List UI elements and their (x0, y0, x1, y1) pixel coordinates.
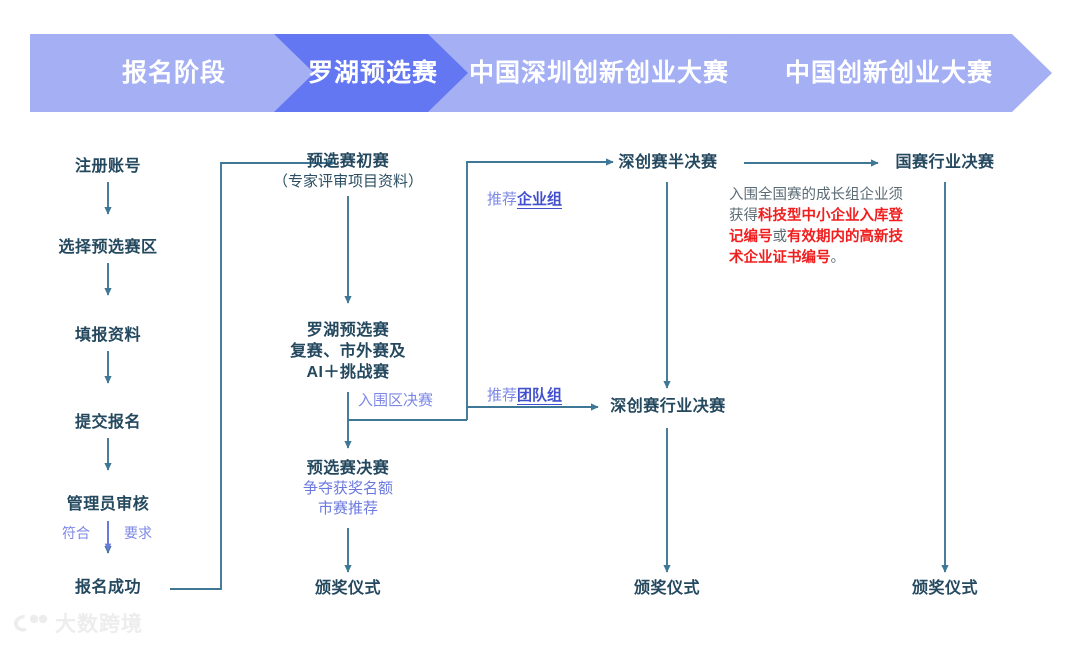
watermark-text: 大数跨境 (55, 613, 143, 636)
watermark: 大数跨境 (12, 608, 143, 638)
label-recommend-team-prefix: 推荐 (487, 387, 518, 404)
node-prelim-first-title: 预选赛初赛 (306, 153, 390, 170)
node-prelim-final[interactable]: 预选赛决赛 争夺获奖名额 市赛推荐 (263, 458, 433, 519)
node-shenchuang-semi-title: 深创赛半决赛 (618, 154, 718, 171)
node-award-national[interactable]: 颁奖仪式 (875, 578, 1015, 599)
banner-label-3[interactable]: 中国创新创业大赛 (784, 59, 993, 87)
node-award-shenzhen[interactable]: 颁奖仪式 (597, 578, 737, 599)
node-national-final[interactable]: 国赛行业决赛 (885, 152, 1005, 173)
node-signup-success[interactable]: 报名成功 (38, 577, 178, 598)
banner-label-0[interactable]: 报名阶段 (121, 59, 226, 87)
node-signup-success-title: 报名成功 (74, 579, 141, 596)
node-register-title: 注册账号 (74, 158, 141, 175)
banner-segment-shape-3 (726, 34, 1052, 112)
logo-icon (14, 614, 48, 632)
stage-banner: 报名阶段 罗湖预选赛 中国深圳创新创业大赛 中国创新创业大赛 (30, 34, 1052, 112)
node-luohu-rounds[interactable]: 罗湖预选赛 复赛、市外赛及 AI＋挑战赛 (263, 320, 433, 383)
node-admin-review[interactable]: 管理员审核 (28, 494, 188, 515)
banner-label-2[interactable]: 中国深圳创新创业大赛 (468, 59, 729, 87)
node-submit[interactable]: 提交报名 (38, 412, 178, 433)
label-qualify-region: 入围区决赛 (358, 392, 434, 409)
node-award-luohu[interactable]: 颁奖仪式 (278, 578, 418, 599)
node-shenchuang-final-title: 深创赛行业决赛 (610, 398, 726, 415)
label-recommend-team-value: 团队组 (517, 387, 563, 405)
label-condition-left: 符合 (62, 525, 90, 541)
node-shenchuang-semi[interactable]: 深创赛半决赛 (618, 152, 718, 173)
label-recommend-enterprise: 推荐企业组 (487, 188, 563, 209)
banner-shapes (30, 34, 1052, 112)
banner-segment-shape-1 (274, 34, 472, 112)
node-luohu-rounds-line3: AI＋挑战赛 (306, 364, 390, 382)
node-luohu-rounds-line2: 复赛、市外赛及 (290, 343, 406, 361)
node-national-final-title: 国赛行业决赛 (895, 154, 995, 171)
node-luohu-rounds-line1: 罗湖预选赛 (306, 322, 390, 339)
node-prelim-final-sub2: 市赛推荐 (317, 499, 378, 517)
node-shenchuang-final[interactable]: 深创赛行业决赛 (604, 396, 732, 417)
label-condition-right: 要求 (124, 525, 152, 541)
banner-segment-shape-0 (30, 34, 318, 112)
node-select-region-title: 选择预选赛区 (58, 239, 158, 256)
banner-label-1[interactable]: 罗湖预选赛 (307, 59, 438, 87)
national-requirement-note: 入围全国赛的成长组企业须获得科技型中小企业入库登记编号或有效期内的高新技术企业证… (729, 185, 905, 269)
node-fill-info-title: 填报资料 (74, 327, 141, 344)
note-part4: 有效期内的高新技术企业证书编号 (729, 229, 903, 267)
note-part2: 科技型中小企业入库登记编号 (729, 208, 903, 246)
node-fill-info[interactable]: 填报资料 (38, 325, 178, 346)
node-admin-review-title: 管理员审核 (66, 496, 150, 513)
node-award-shenzhen-title: 颁奖仪式 (633, 580, 700, 597)
node-register[interactable]: 注册账号 (38, 156, 178, 177)
node-submit-title: 提交报名 (74, 414, 141, 431)
label-recommend-enterprise-value: 企业组 (517, 191, 563, 209)
note-part5: 。 (830, 250, 846, 267)
note-part1: 入围全国赛的成长组企业须获得 (729, 187, 903, 225)
banner-segment-shape-2 (428, 34, 770, 112)
node-award-national-title: 颁奖仪式 (911, 580, 978, 597)
node-prelim-first-subtitle: （专家评审项目资料） (272, 173, 423, 191)
note-part3: 或 (772, 229, 788, 246)
node-prelim-final-sub1: 争夺获奖名额 (302, 480, 393, 498)
node-select-region[interactable]: 选择预选赛区 (23, 237, 193, 258)
node-award-luohu-title: 颁奖仪式 (314, 580, 381, 597)
node-prelim-final-title: 预选赛决赛 (306, 460, 390, 477)
label-recommend-team: 推荐团队组 (487, 384, 563, 405)
node-prelim-first[interactable]: 预选赛初赛 （专家评审项目资料） (258, 151, 438, 192)
label-recommend-enterprise-prefix: 推荐 (487, 191, 518, 208)
